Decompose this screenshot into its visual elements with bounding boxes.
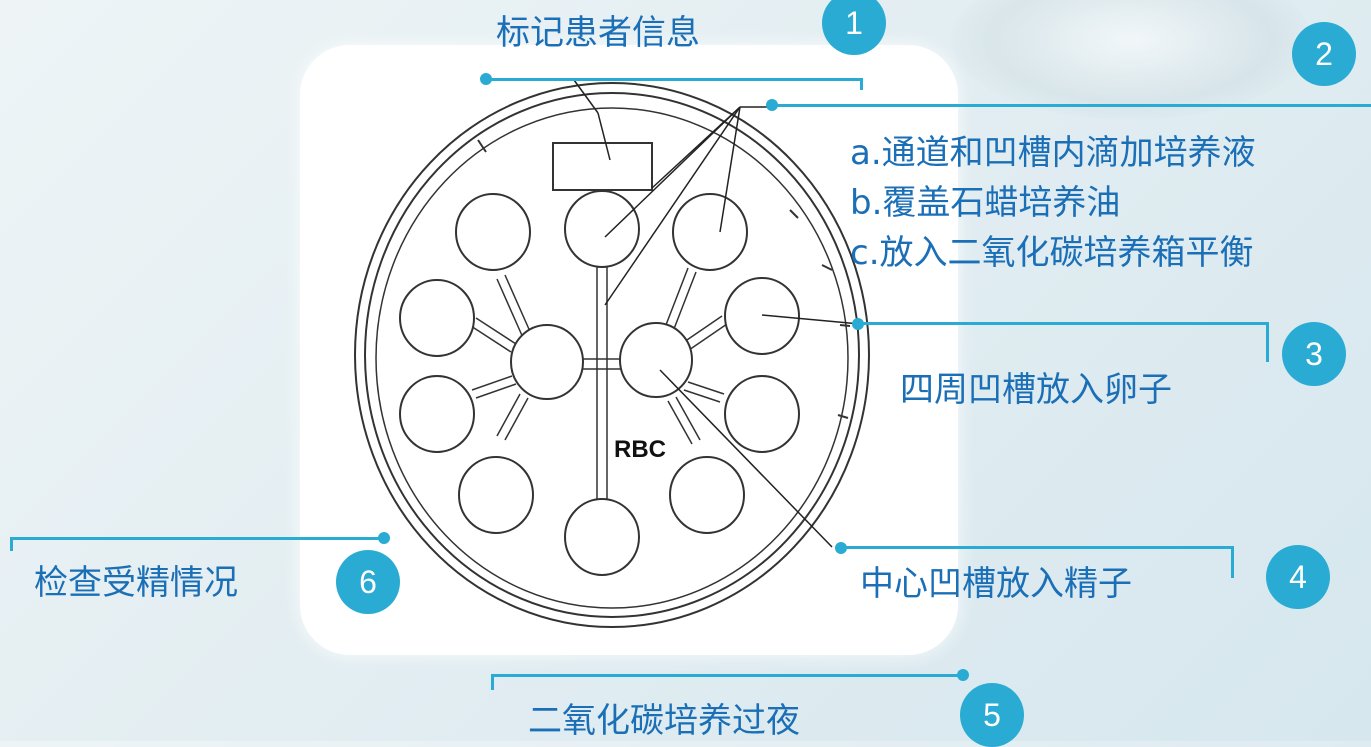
well-top-left: [455, 193, 531, 271]
step4-connector-line: [841, 546, 1233, 549]
step1-badge: 1: [822, 0, 886, 55]
patient-label-area: [552, 142, 653, 191]
step6-connector-tick: [10, 537, 13, 551]
well-bottom-center: [564, 498, 640, 576]
well-bottom-right: [669, 456, 745, 534]
step6-label: 检查受精情况: [34, 563, 238, 603]
step1-label: 标记患者信息: [496, 13, 700, 53]
well-top-right: [672, 193, 748, 271]
step5-connector-line: [491, 674, 963, 677]
step1-connector-tick: [860, 78, 863, 90]
step1-connector-dot: [480, 73, 492, 85]
step2-connector-dot: [766, 99, 778, 111]
well-top-center: [564, 190, 640, 268]
step5-connector-tick: [491, 674, 494, 690]
step1-connector-line: [486, 78, 862, 81]
dish-inner-rim: [364, 92, 860, 618]
dish-floor: [375, 107, 849, 609]
well-left-lower: [399, 375, 475, 453]
step4-label: 中心凹槽放入精子: [860, 564, 1132, 604]
step4-badge: 4: [1266, 545, 1330, 609]
step3-connector-line: [858, 322, 1268, 325]
step2-label-a: a.通道和凹槽内滴加培养液: [850, 133, 1256, 173]
step2-label-b: b.覆盖石蜡培养油: [850, 183, 1121, 223]
step5-label: 二氧化碳培养过夜: [528, 701, 800, 741]
step5-connector-dot: [957, 669, 969, 681]
step6-badge: 6: [336, 550, 400, 614]
step6-connector-line: [10, 537, 382, 540]
well-left-upper: [399, 279, 475, 357]
step3-label: 四周凹槽放入卵子: [900, 370, 1172, 410]
well-center-right: [619, 322, 693, 398]
step5-badge: 5: [960, 683, 1024, 747]
step4-connector-tick: [1231, 546, 1234, 578]
well-right-upper: [724, 277, 800, 355]
step3-badge: 3: [1282, 322, 1346, 386]
step2-connector-line: [773, 104, 1371, 107]
well-center-left: [510, 324, 584, 400]
step6-connector-dot: [378, 532, 390, 544]
step3-connector-tick: [1266, 322, 1269, 362]
well-right-lower: [724, 375, 800, 453]
well-bottom-left: [458, 456, 534, 534]
dish-outer-rim: [354, 82, 870, 628]
rbc-label: RBC: [614, 436, 666, 463]
step2-badge: 2: [1292, 22, 1356, 86]
step2-label-c: c.放入二氧化碳培养箱平衡: [850, 233, 1254, 273]
